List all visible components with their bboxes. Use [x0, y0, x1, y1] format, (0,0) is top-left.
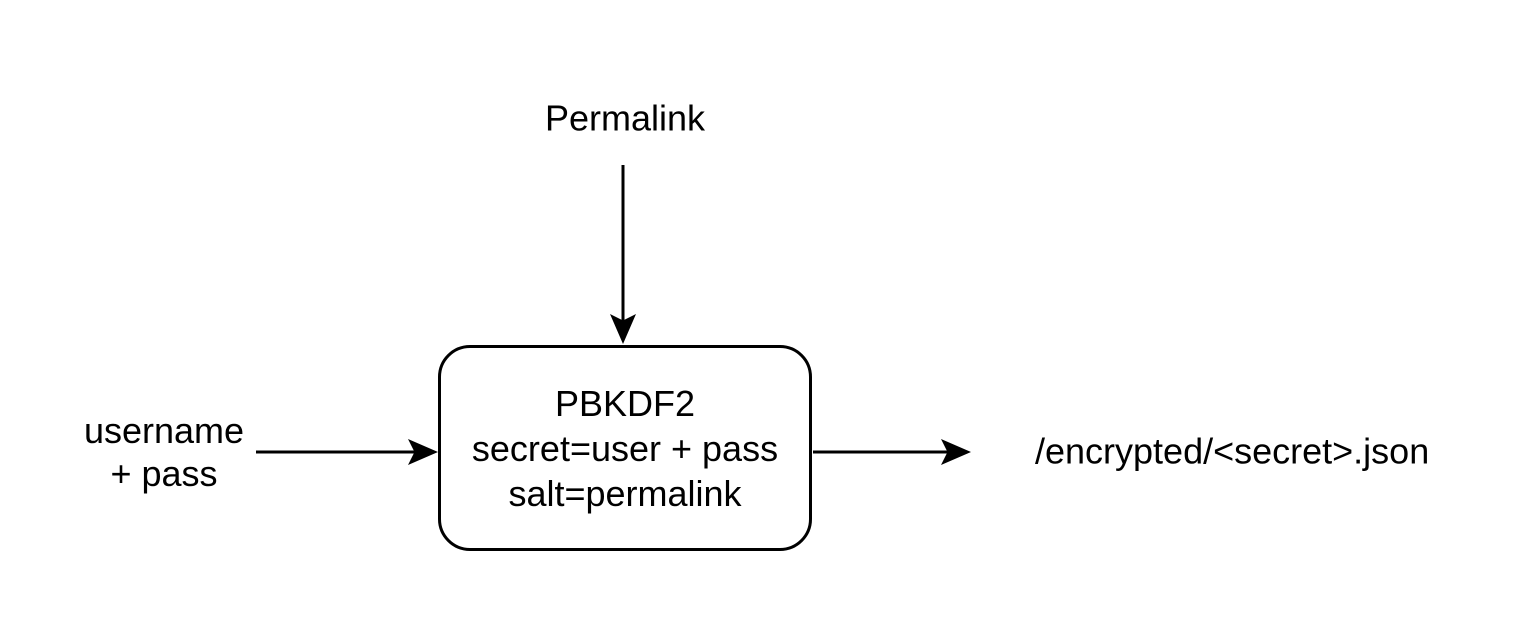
node-title: PBKDF2: [554, 382, 696, 424]
arrow-right-output-icon: [941, 439, 971, 465]
arrow-right-input-icon: [408, 439, 438, 465]
permalink-label: Permalink: [544, 97, 706, 139]
pbkdf2-node: PBKDF2 secret=user + pass salt=permalink: [438, 345, 812, 551]
node-secret-line: secret=user + pass: [471, 427, 779, 469]
node-salt-line: salt=permalink: [508, 472, 742, 514]
output-label: /encrypted/<secret>.json: [1035, 430, 1430, 472]
arrow-down-icon: [610, 314, 636, 344]
input-label-line1: username: [83, 410, 245, 451]
input-label: username + pass: [84, 409, 244, 495]
input-label-line2: + pass: [110, 453, 218, 494]
